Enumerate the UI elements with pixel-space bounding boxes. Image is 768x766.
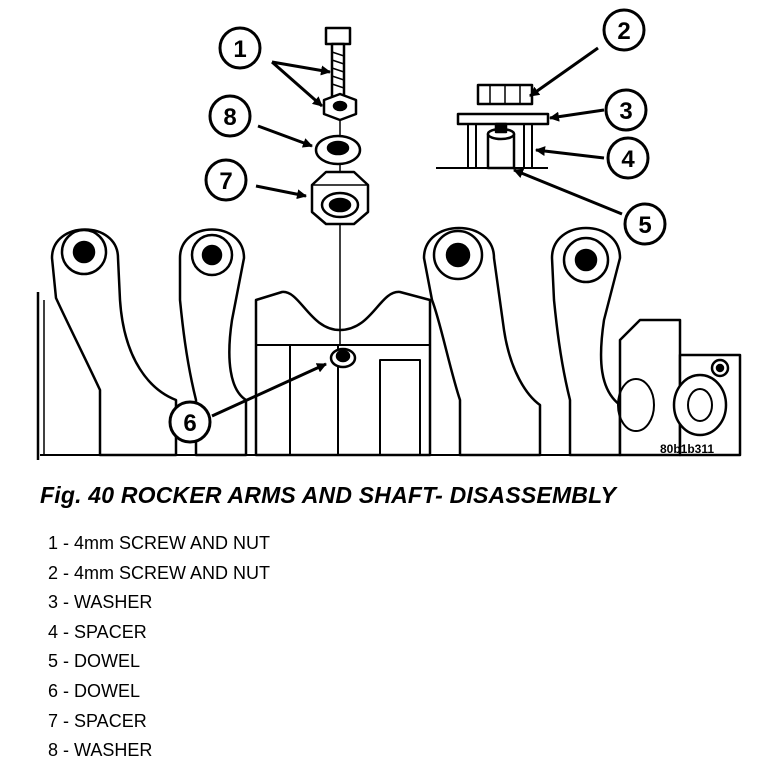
callout-5: 5 xyxy=(623,202,667,246)
rocker-assembly xyxy=(36,226,742,460)
detail-assembly xyxy=(436,83,550,170)
legend-item-8: 8 - WASHER xyxy=(48,740,153,761)
right-bracket xyxy=(617,318,742,457)
callout-4-label: 4 xyxy=(621,146,635,173)
legend-item-3: 3 - WASHER xyxy=(48,592,153,613)
legend-item-6: 6 - DOWEL xyxy=(48,680,141,701)
nut-1 xyxy=(322,92,358,122)
figure-title: Fig. 40 ROCKER ARMS AND SHAFT- DISASSEMB… xyxy=(40,482,617,508)
callout-6-label: 6 xyxy=(183,410,196,437)
callout-8: 8 xyxy=(208,94,252,138)
washer-8 xyxy=(314,134,362,166)
callout-8-label: 8 xyxy=(223,104,236,131)
figure-ref-code: 80b1b311 xyxy=(660,442,715,456)
callout-3: 3 xyxy=(604,88,648,132)
callout-5-label: 5 xyxy=(638,212,651,239)
callout-2-label: 2 xyxy=(617,18,630,45)
legend-item-2: 2 - 4mm SCREW AND NUT xyxy=(48,562,271,583)
rocker-arm-2 xyxy=(178,228,248,457)
shaft-pedestal xyxy=(254,290,432,457)
callout-1-label: 1 xyxy=(233,36,246,63)
callout-3-label: 3 xyxy=(619,98,632,125)
legend-item-1: 1 - 4mm SCREW AND NUT xyxy=(48,533,271,553)
legend-item-7: 7 - SPACER xyxy=(48,710,147,731)
screw-1 xyxy=(324,26,352,100)
legend-item-4: 4 - SPACER xyxy=(48,621,147,642)
rocker-arm-4 xyxy=(550,226,622,457)
legend-item-5: 5 - DOWEL xyxy=(48,651,141,672)
leader-lines xyxy=(211,46,623,418)
spacer-7 xyxy=(310,170,370,226)
callout-4: 4 xyxy=(606,136,650,180)
callout-2: 2 xyxy=(602,8,646,52)
rocker-arm-1 xyxy=(50,228,178,457)
exploded-diagram: 1 2 3 4 5 6 7 8 xyxy=(36,8,742,460)
exploded-parts xyxy=(310,26,370,345)
rocker-arm-3 xyxy=(422,226,542,457)
dowel-6 xyxy=(329,347,357,369)
callout-1: 1 xyxy=(218,26,262,70)
callout-7-label: 7 xyxy=(219,168,232,195)
callouts: 1 2 3 4 5 6 7 8 xyxy=(168,8,667,444)
parts-legend: 1 - 4mm SCREW AND NUT 2 - 4mm SCREW AND … xyxy=(48,529,270,766)
callout-6: 6 xyxy=(168,400,212,444)
callout-7: 7 xyxy=(204,158,248,202)
